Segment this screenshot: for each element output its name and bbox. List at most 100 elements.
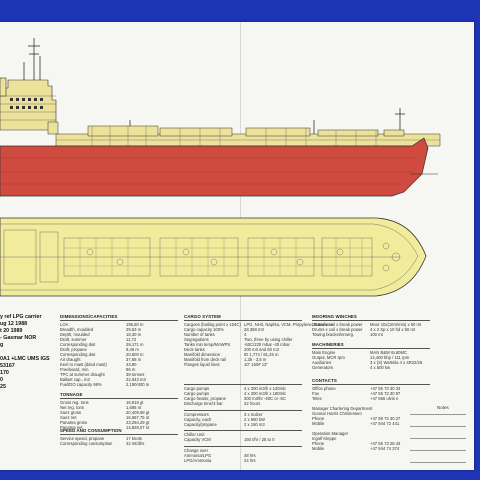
cargo-row: Deck tanks 200 m3 and 60 m3 <box>184 347 302 352</box>
spec-label: LPG/Ammonia <box>184 457 212 463</box>
pumps-rule <box>184 384 302 385</box>
spec-label: Discharge time/3 bar <box>184 400 223 406</box>
contacts-row: Fax+47 55 73 30 87 <box>312 391 430 396</box>
spec-value: 14,400 bhp / 111 rpm <box>370 354 410 360</box>
tonnage-heading: TONNAGE <box>60 392 83 397</box>
cargo-row: Cargoes (boiling point ≥ 104C)LPG, NH3, … <box>184 322 333 327</box>
spec-value: 2 x 150 m3 <box>244 421 265 427</box>
spec-value: 14,828,07 nt <box>126 424 150 430</box>
spec-value: LPG, NH3, Naphta, VCM, Propylene, Butadi… <box>244 321 333 327</box>
spec-label: Towing bracket/emerg. <box>312 331 355 337</box>
notes-line <box>410 414 466 415</box>
spec-value: 3 x Sulzer <box>244 411 263 417</box>
spec-value: 43,80 <box>126 361 137 367</box>
spec-value: 195,80 m <box>126 321 144 327</box>
spec-value: +47 556 ulvis n <box>370 395 399 401</box>
spec-value: 23,294,29 gt <box>126 419 150 425</box>
cargo-heading: CARGO SYSTEM <box>184 314 221 319</box>
intro-line: 0A1 +LMC UMS IGS <box>0 356 50 362</box>
compressors-rule <box>184 410 302 411</box>
spec-value: 16,918 gt <box>126 399 144 405</box>
spec-label: Capacity VCM <box>184 436 211 442</box>
notes-line <box>410 450 466 451</box>
spec-label: Capacity, each <box>184 416 212 422</box>
contacts-row: Telex +47 556 ulvis n <box>312 396 430 401</box>
spec-value: 86 m <box>126 366 136 372</box>
spec-label: Telex <box>312 395 322 401</box>
spec-label: Gross reg. tons <box>60 399 89 405</box>
spec-label: Mobile <box>312 445 325 451</box>
spec-value: 10" 150# 12" <box>244 361 268 367</box>
dimensions-row: Fuel/DO capacity 98%2,190/400 m <box>60 382 178 387</box>
spec-label: Auxiliaries <box>312 359 332 365</box>
spec-value: 200 m3 and 60 m3 <box>244 346 279 352</box>
spec-label: Net reg. tons <box>60 404 84 410</box>
spec-value: 22,643 m3 <box>126 376 146 382</box>
spec-label: Generators <box>312 364 333 370</box>
spec-label: Draft, propane <box>60 346 87 352</box>
spec-label: Keel to mast (dded mast) <box>60 361 107 367</box>
contacts-row: Gunnar Harris Christensen <box>312 411 430 416</box>
spec-label: Manifold from deck rail <box>184 356 227 362</box>
pumps-row: Cargo pumps 4 x 300 m3/h x 180mlc <box>184 391 302 396</box>
spec-value: 4 x 2 Sp x 10 hd x 50 mt <box>370 326 416 332</box>
spec-label: Ammonia/LPG <box>184 452 212 458</box>
contacts-rule <box>312 384 430 385</box>
dimensions-row: LOA 195,80 m <box>60 322 178 327</box>
contacts-row: Ingolf Kleppe <box>312 436 430 441</box>
spec-label: TPC at summer draught <box>60 371 105 377</box>
spec-label: Cargo heater, propane <box>184 395 226 401</box>
intro-line: 0 <box>0 377 3 383</box>
intro-line: t 20 1989 <box>0 328 23 334</box>
dimensions-row: Corresponding dwt 20,600 m <box>60 352 178 357</box>
spec-label: Chiller Unit <box>184 431 205 437</box>
spec-value: 39 tonnes <box>126 371 145 377</box>
spec-label: Service speed, propane <box>60 435 105 441</box>
spec-value: +47 944 72 441 <box>370 420 400 426</box>
spec-value: 4 x 300 m3/h x 180mlc <box>244 390 287 396</box>
machinery-heading: MACHINERIES <box>312 342 344 347</box>
spec-value: 29,171 m <box>126 341 144 347</box>
spec-label: Output, MCR rpm <box>312 354 345 360</box>
tonnage-row: Suez gross 20,409,69 gt <box>60 410 178 415</box>
change-rule <box>184 446 302 447</box>
spec-label: Fax <box>312 390 319 396</box>
spec-label: Manifold dimension <box>184 351 221 357</box>
spec-value: 20,409,69 gt <box>126 409 150 415</box>
spec-label: LOA <box>60 321 69 327</box>
contacts-heading: CONTACTS <box>312 378 337 383</box>
chiller-row: Chiller Unit <box>184 432 302 437</box>
spec-value: Moor 10x(10m/min) x 50 mt <box>370 321 422 327</box>
spec-label: Gunnar Harris Christensen <box>312 410 362 416</box>
spec-value: 150 t/hr / 25 to 0 <box>244 436 275 442</box>
spec-value: 18,30 m <box>126 331 142 337</box>
spec-value: 29,63 m <box>126 326 142 332</box>
spec-value: 20,600 m <box>126 351 144 357</box>
spec-label: Fuel/DO capacity 98% <box>60 381 102 387</box>
spec-label: Tanks min temp/MAWPS <box>184 341 231 347</box>
spec-label: Suez gross <box>60 409 81 415</box>
intro-line: ug 12 1988 <box>0 321 28 327</box>
dimensions-row: Keel to mast (dded mast) 43,80 <box>60 362 178 367</box>
intro-line: 170 <box>0 370 9 376</box>
spec-label: Corresponding dwt <box>60 351 96 357</box>
spec-label: Deck tanks <box>184 346 205 352</box>
spec-sheet-page: y ref LPG carrier ug 12 1988 t 20 1989 -… <box>0 22 474 470</box>
spec-label: Cargo pumps <box>184 390 210 396</box>
